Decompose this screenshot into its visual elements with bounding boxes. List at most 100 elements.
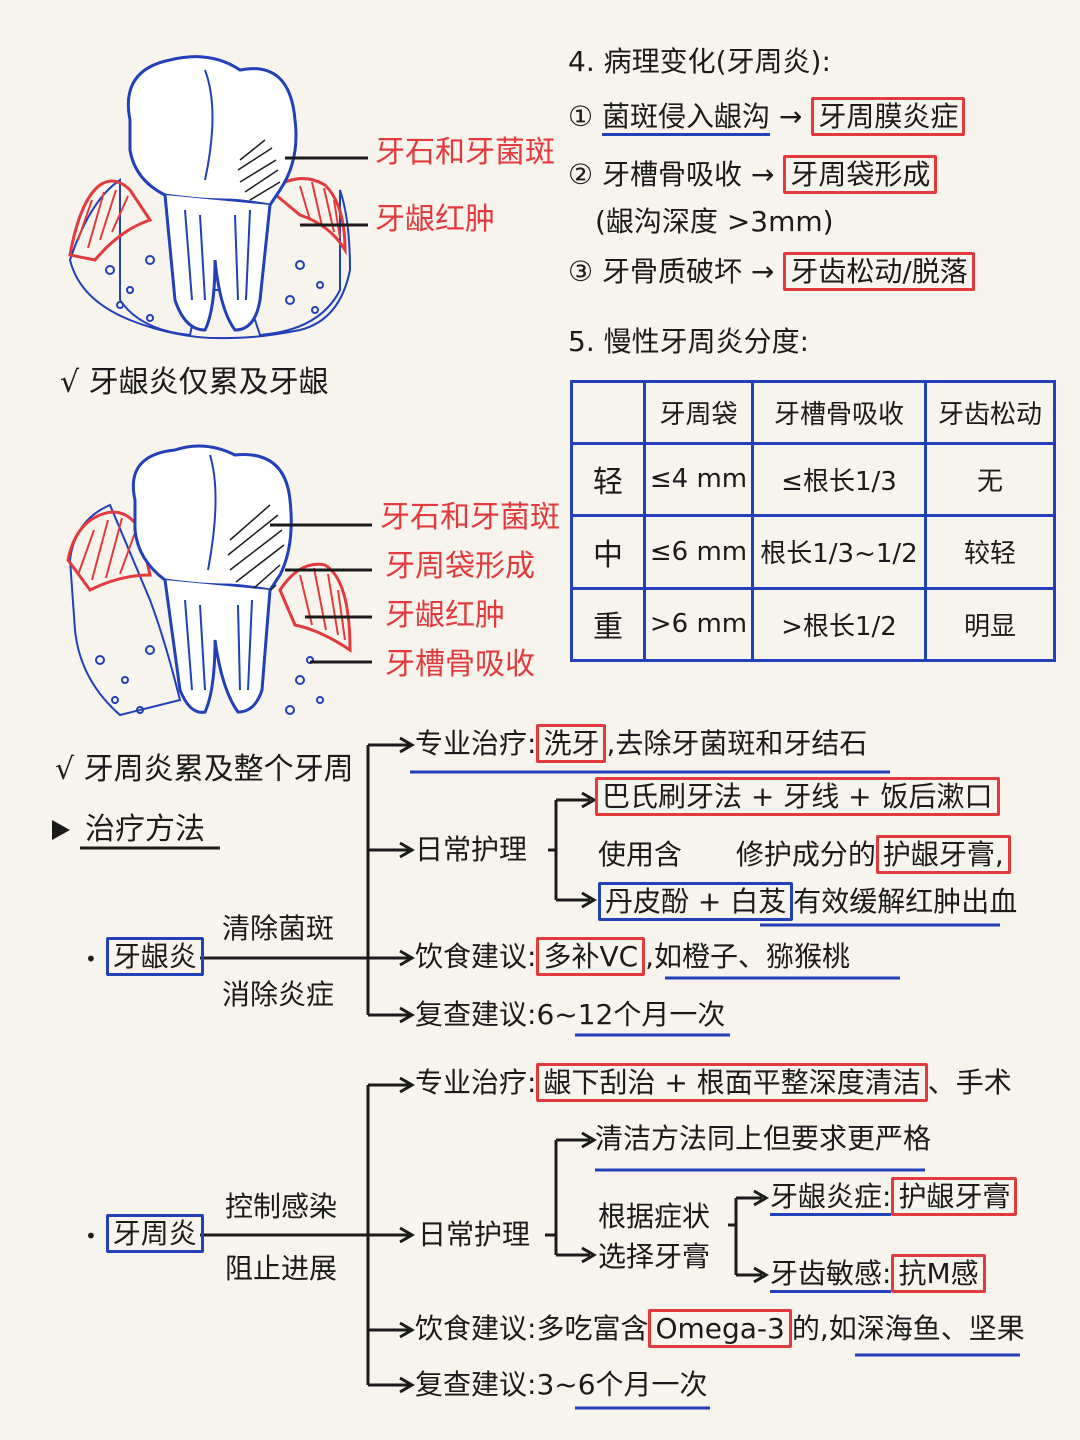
professional-highlight: 洗牙 [536,724,606,763]
table-cell: 较轻 [926,516,1055,588]
checkup-label: 复查建议: [415,1368,536,1401]
pathology-item-arrow: → [751,255,774,288]
daily-use-prefix: 使用含 [598,838,682,871]
table-cell: >6 mm [645,588,753,660]
table-cell: ≤6 mm [645,516,753,588]
gingivitis-checkup: 复查建议:6~12个月一次 [415,998,725,1032]
pathology-item-arrow: → [779,100,802,133]
gingivitis-label-calculus: 牙石和牙菌斑 [375,135,555,171]
gingivitis-node: • 牙龈炎 [85,940,204,976]
grading-table: 牙周袋 牙槽骨吸收 牙齿松动 轻 ≤4 mm ≤根长1/3 无 中 ≤6 mm … [570,380,1056,662]
periodontitis-goal-2: 阻止进展 [225,1252,337,1286]
periodontitis-daily-clean: 清洁方法同上但要求更严格 [595,1122,931,1156]
section-bullet-icon [52,820,70,840]
diet-prefix: 多吃富含 [536,1312,648,1345]
periodontitis-option-1: 牙龈炎症:护龈牙膏 [770,1180,1017,1214]
diet-highlight: 多补VC [536,937,645,976]
pathology-item-number: ① [568,100,593,133]
option-symptom: 牙齿敏感: [770,1257,891,1293]
table-header-cell [572,382,645,444]
gingivitis-daily-toothpaste: 使用含 修护成分的护龈牙膏, [598,838,1011,872]
treatment-title: 治疗方法 [85,812,205,848]
table-cell: ≤根长1/3 [753,443,926,515]
periodontitis-label-calculus: 牙石和牙菌斑 [380,500,560,536]
gingivitis-goal-1: 清除菌斑 [222,912,334,946]
periodontitis-tooth-illustration [68,446,372,715]
diet-label: 饮食建议: [415,1312,536,1345]
professional-detail: ,去除牙菌斑和牙结石 [606,727,867,760]
diet-label: 饮食建议: [415,940,536,973]
pathology-item-cause: 牙骨质破坏 [602,255,742,288]
periodontitis-caption: √ 牙周炎累及整个牙周 [55,752,354,788]
table-cell: 中 [572,516,645,588]
daily-ingredients-detail: 有效缓解红肿出血 [793,885,1017,918]
option-symptom: 牙龈炎症: [770,1180,891,1216]
diet-detail: 的,如深海鱼、坚果 [792,1312,1025,1345]
gingivitis-daily-brushing: 巴氏刷牙法 + 牙线 + 饭后漱口 [595,780,1000,814]
table-cell: ≤4 mm [645,443,753,515]
pathology-item-cause: 菌斑侵入龈沟 [602,100,770,136]
periodontitis-label-pocket: 牙周袋形成 [385,549,535,585]
table-cell: 轻 [572,443,645,515]
table-cell: 无 [926,443,1055,515]
option-paste: 护龈牙膏 [891,1177,1017,1216]
gingivitis-label-swelling: 牙龈红肿 [375,202,495,238]
grading-title: 5. 慢性牙周炎分度: [568,325,809,359]
pathology-item-arrow: → [751,158,774,191]
professional-highlight: 龈下刮治 + 根面平整深度清洁 [536,1063,927,1102]
gingivitis-professional: 专业治疗:洗牙,去除牙菌斑和牙结石 [415,727,867,761]
pathology-item-number: ② [568,158,593,191]
professional-label: 专业治疗: [415,1066,536,1099]
gingivitis-caption: √ 牙龈炎仅累及牙龈 [60,365,329,401]
periodontitis-professional: 专业治疗:龈下刮治 + 根面平整深度清洁、手术 [415,1066,1012,1100]
professional-label: 专业治疗: [415,727,536,760]
bullet-dot: • [85,1224,97,1248]
checkup-value: 3~6个月一次 [536,1368,707,1401]
daily-use-highlight: 护龈牙膏, [876,835,1011,874]
periodontitis-option-2: 牙齿敏感:抗M感 [770,1257,986,1291]
pathology-item-result: 牙齿松动/脱落 [783,252,974,291]
pathology-title: 4. 病理变化(牙周炎): [568,45,831,79]
gingivitis-daily-ingredients: 丹皮酚 + 白芨有效缓解红肿出血 [598,885,1017,919]
table-header-row: 牙周袋 牙槽骨吸收 牙齿松动 [572,382,1055,444]
bullet-dot: • [85,947,97,971]
daily-brushing-highlight: 巴氏刷牙法 + 牙线 + 饭后漱口 [595,777,1000,816]
pathology-item-cause: 牙槽骨吸收 [602,158,742,191]
daily-use-middle: 修护成分的 [736,838,876,871]
pathology-item-1: ① 菌斑侵入龈沟 → 牙周膜炎症 [568,100,965,134]
gingivitis-node-label: 牙龈炎 [106,937,204,976]
gingivitis-goal-2: 消除炎症 [222,978,334,1012]
diet-highlight: Omega-3 [648,1309,791,1348]
option-paste: 抗M感 [891,1254,985,1293]
table-cell: 重 [572,588,645,660]
table-header-cell: 牙周袋 [645,382,753,444]
periodontitis-choose-line-2: 选择牙膏 [598,1240,710,1274]
table-row: 中 ≤6 mm 根长1/3~1/2 较轻 [572,516,1055,588]
pathology-item-result: 牙周袋形成 [783,155,937,194]
checkup-label: 复查建议: [415,998,536,1031]
periodontitis-node-label: 牙周炎 [106,1214,204,1253]
periodontitis-choose-line-1: 根据症状 [598,1200,710,1234]
periodontitis-goal-1: 控制感染 [225,1190,337,1224]
pathology-item-number: ③ [568,255,593,288]
diet-detail: ,如橙子、猕猴桃 [645,940,850,973]
table-cell: 根长1/3~1/2 [753,516,926,588]
pathology-item-2: ② 牙槽骨吸收 → 牙周袋形成 [568,158,937,192]
table-cell: >根长1/2 [753,588,926,660]
table-cell: 明显 [926,588,1055,660]
periodontitis-label-swelling: 牙龈红肿 [385,598,505,634]
table-row: 重 >6 mm >根长1/2 明显 [572,588,1055,660]
table-header-cell: 牙齿松动 [926,382,1055,444]
pathology-note: (龈沟深度 >3mm) [595,205,834,239]
professional-detail: 、手术 [928,1066,1012,1099]
pathology-item-result: 牙周膜炎症 [811,97,965,136]
gingivitis-diet: 饮食建议:多补VC,如橙子、猕猴桃 [415,940,850,974]
table-header-cell: 牙槽骨吸收 [753,382,926,444]
periodontitis-checkup: 复查建议:3~6个月一次 [415,1368,708,1402]
pathology-item-3: ③ 牙骨质破坏 → 牙齿松动/脱落 [568,255,975,289]
periodontitis-daily-label: 日常护理 [418,1218,530,1252]
periodontitis-node: • 牙周炎 [85,1217,204,1253]
table-row: 轻 ≤4 mm ≤根长1/3 无 [572,443,1055,515]
